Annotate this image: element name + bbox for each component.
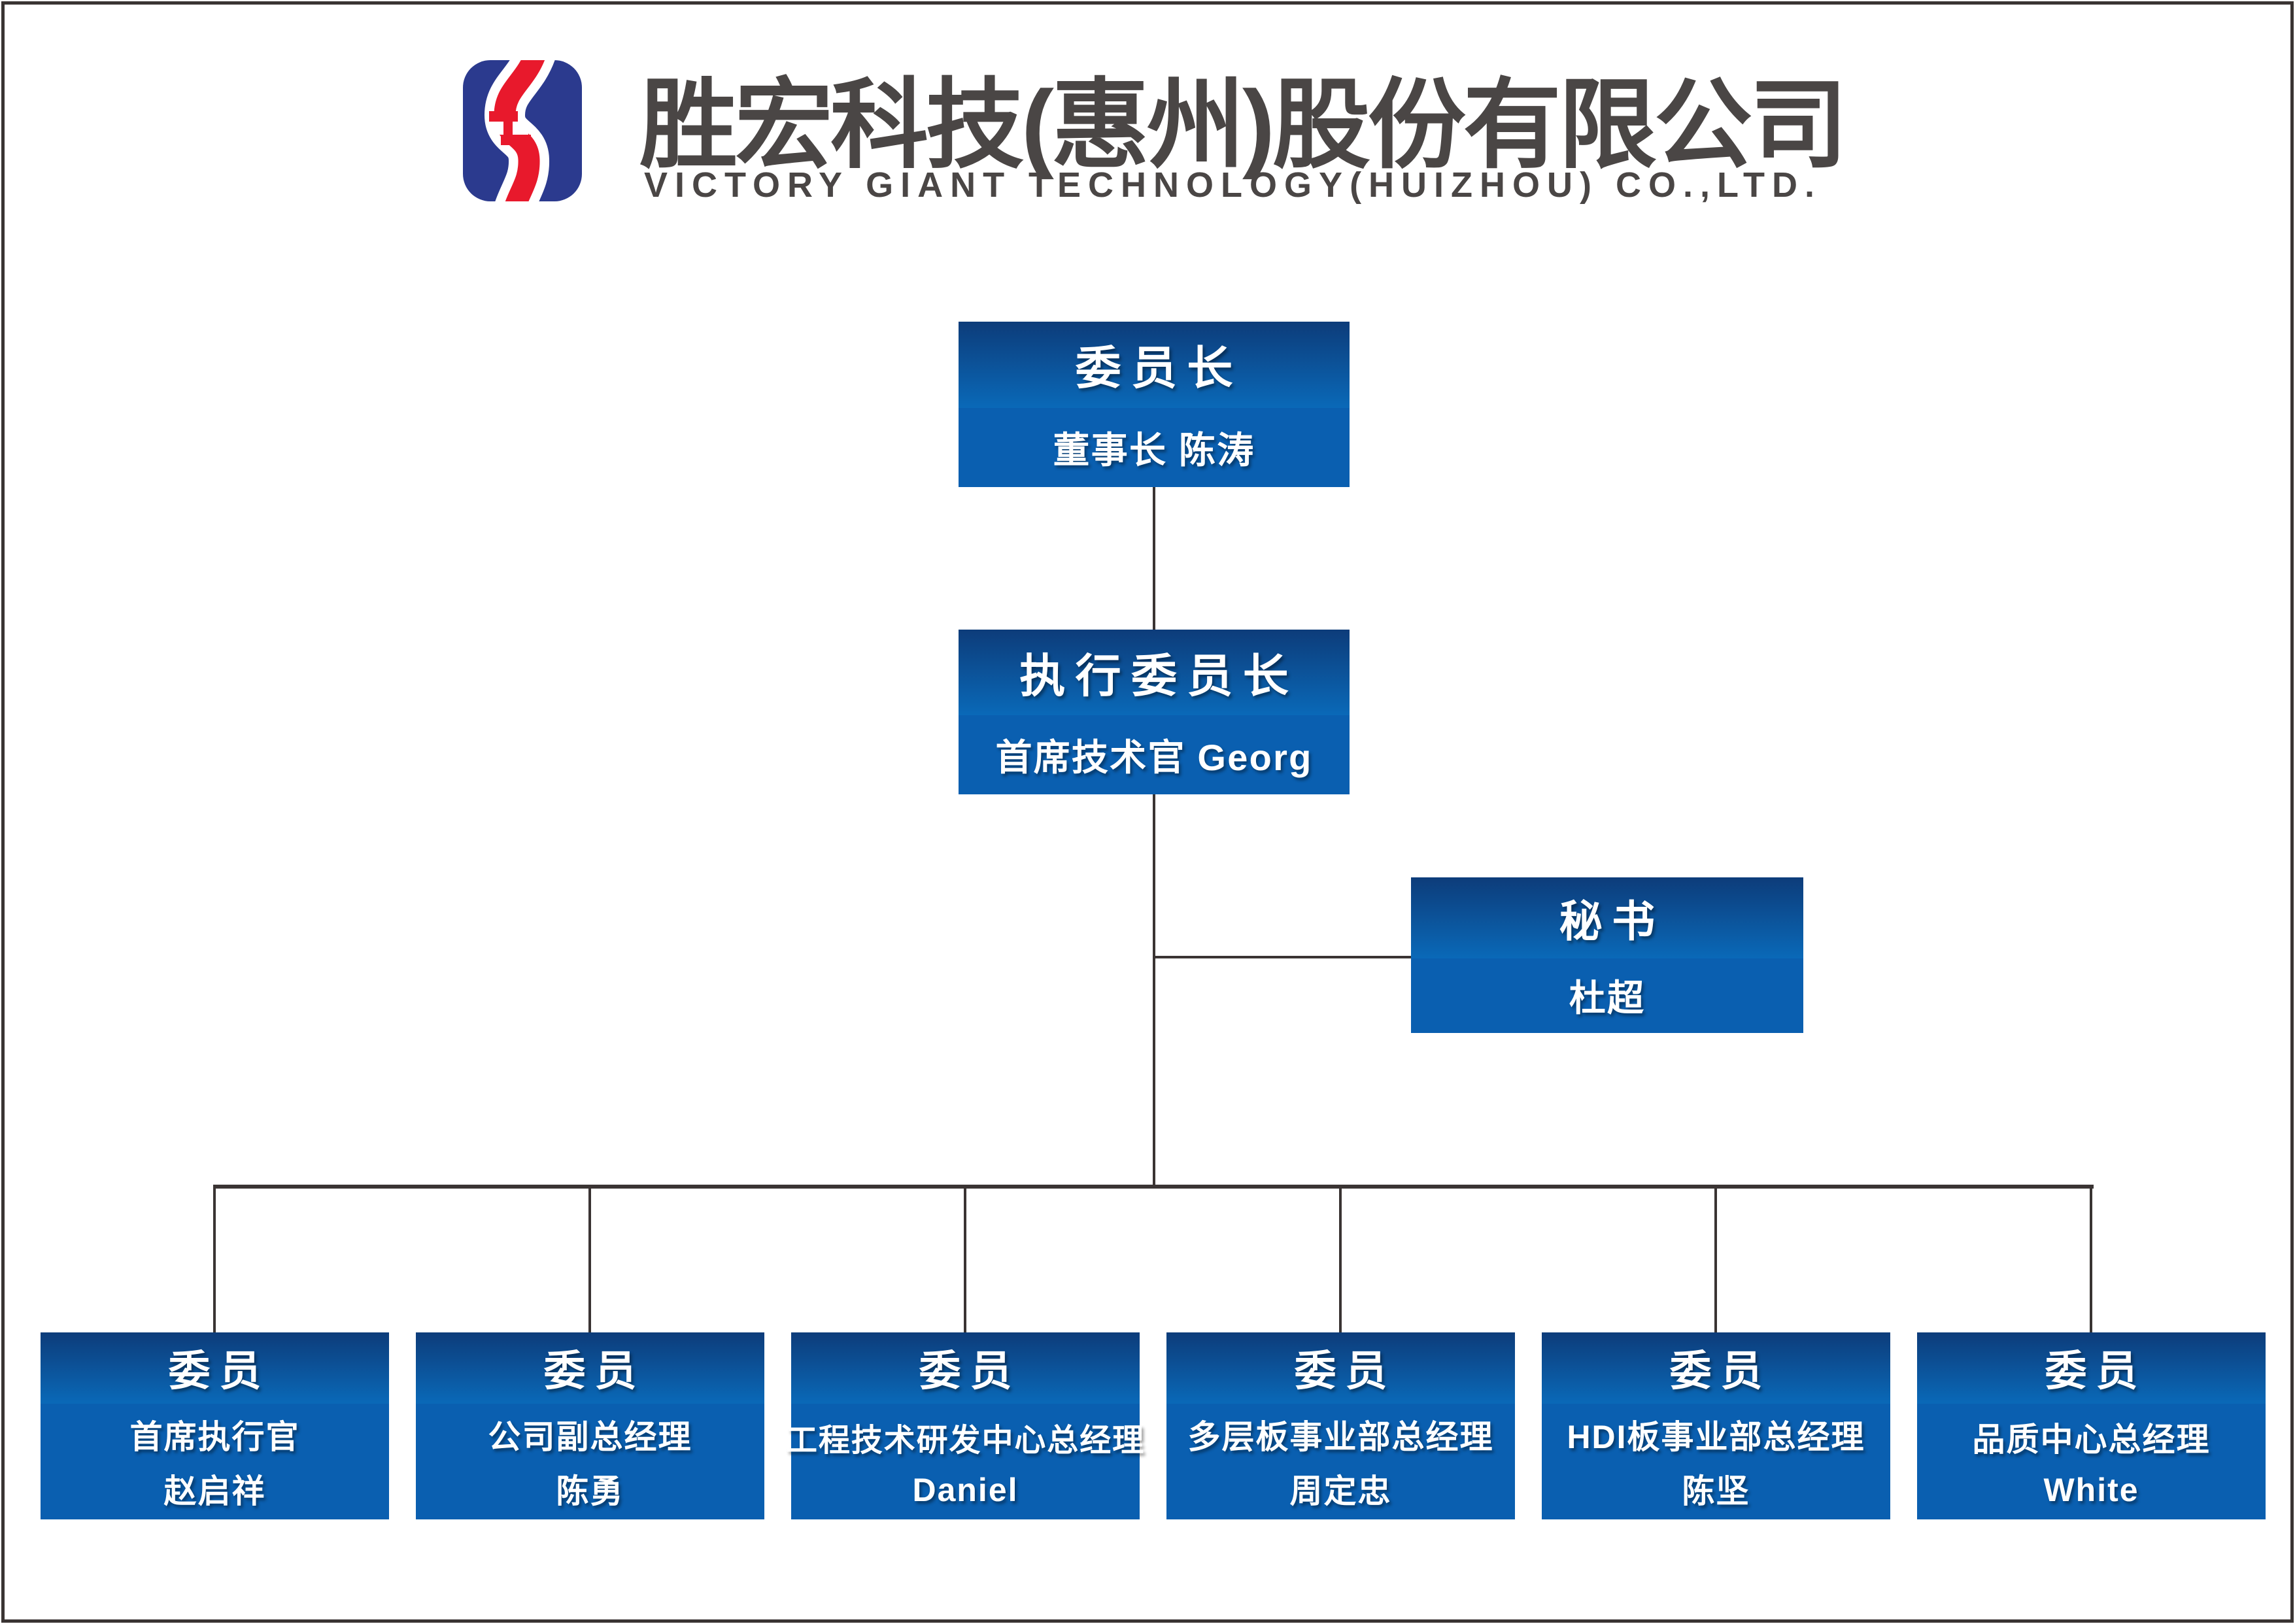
connector-horizontal-rail <box>213 1185 2094 1189</box>
connector-drop-member-5 <box>1714 1189 1717 1332</box>
secretary-subtitle: 杜超 <box>1569 977 1646 1019</box>
company-name-zh: 胜宏科技(惠州)股份有限公司 <box>639 70 1848 180</box>
member-role: HDI板事业部总经理 <box>1567 1418 1865 1455</box>
member-role: 品质中心总经理 <box>1972 1421 2211 1459</box>
org-box-member-1: 委员 首席执行官 赵启祥 <box>41 1332 389 1519</box>
company-logo-icon <box>463 60 582 201</box>
executive-chairman-title: 执行委员长 <box>959 630 1350 716</box>
member-name: 陈勇 <box>556 1472 624 1510</box>
connector-drop-member-2 <box>588 1189 591 1332</box>
chairman-subtitle: 董事长 陈涛 <box>1053 429 1255 471</box>
member-name: White <box>2043 1472 2139 1509</box>
org-box-member-2: 委员 公司副总经理 陈勇 <box>416 1332 764 1519</box>
secretary-title: 秘书 <box>1411 877 1803 958</box>
connector-drop-member-3 <box>964 1189 966 1332</box>
connector-drop-member-1 <box>213 1189 216 1332</box>
org-box-member-4: 委员 多层板事业部总经理 周定忠 <box>1166 1332 1515 1519</box>
org-box-member-3: 委员 工程技术研发中心总经理 Daniel <box>786 1332 1144 1519</box>
connector-branch-secretary <box>1154 956 1411 958</box>
member-role: 工程技术研发中心总经理 <box>785 1423 1146 1459</box>
member-title: 委员 <box>41 1332 389 1404</box>
member-title: 委员 <box>1917 1332 2266 1404</box>
company-name-en: VICTORY GIANT TECHNOLOGY(HUIZHOU) CO.,LT… <box>644 165 1822 205</box>
member-name: 周定忠 <box>1289 1472 1392 1510</box>
member-role: 首席执行官 <box>129 1418 300 1455</box>
member-name: 陈坚 <box>1682 1472 1750 1510</box>
member-title: 委员 <box>1542 1332 1890 1404</box>
member-title: 委员 <box>416 1332 764 1404</box>
org-box-executive-chairman: 执行委员长 首席技术官 Georg <box>959 630 1350 794</box>
member-role: 多层板事业部总经理 <box>1187 1418 1494 1455</box>
connector-chairman-to-exec <box>1153 487 1155 630</box>
org-box-member-6: 委员 品质中心总经理 White <box>1917 1332 2266 1519</box>
member-role: 公司副总经理 <box>488 1418 692 1455</box>
org-box-secretary: 秘书 杜超 <box>1411 877 1803 1033</box>
connector-drop-member-4 <box>1339 1189 1342 1332</box>
org-box-member-5: 委员 HDI板事业部总经理 陈坚 <box>1542 1332 1890 1519</box>
member-title: 委员 <box>791 1332 1140 1404</box>
member-name: 赵启祥 <box>163 1472 266 1510</box>
executive-chairman-subtitle: 首席技术官 Georg <box>995 737 1313 779</box>
connector-drop-member-6 <box>2090 1189 2092 1332</box>
member-title: 委员 <box>1166 1332 1515 1404</box>
chairman-title: 委员长 <box>959 322 1350 408</box>
header: 胜宏科技(惠州)股份有限公司 VICTORY GIANT TECHNOLOGY(… <box>0 0 2295 262</box>
member-name: Daniel <box>912 1471 1019 1508</box>
connector-exec-to-rail <box>1153 794 1155 1187</box>
org-box-chairman: 委员长 董事长 陈涛 <box>959 322 1350 487</box>
